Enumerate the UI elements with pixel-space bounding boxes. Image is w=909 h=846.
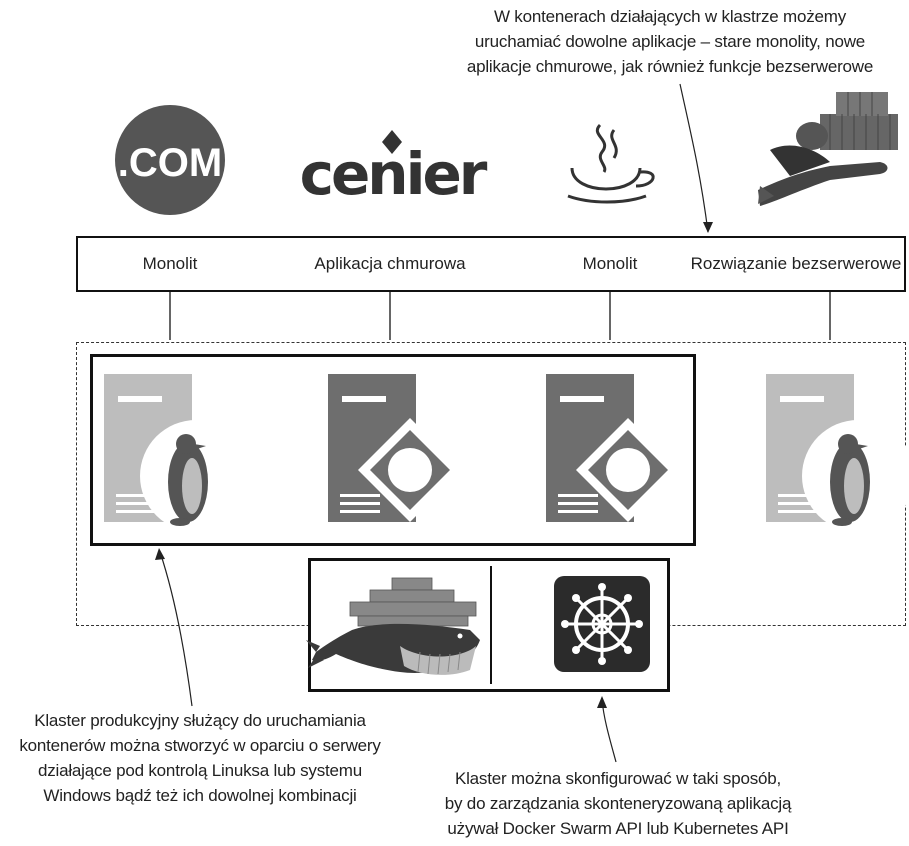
left-caption-line: działające pod kontrolą Linuksa lub syst…: [37, 761, 363, 780]
app-label-monolith-1: Monolit: [142, 254, 198, 273]
top-caption-line: uruchamiać dowolne aplikacje – stare mon…: [474, 32, 866, 51]
top-caption-arrowhead: [703, 222, 713, 233]
bottom-caption-line: Klaster można skonfigurować w taki sposó…: [454, 769, 782, 788]
center-logo-icon: cenier: [300, 130, 491, 208]
left-caption-line: kontenerów można stworzyć w oparciu o se…: [19, 736, 381, 755]
left-caption-arrowhead: [155, 548, 165, 560]
app-label-cloud-app: Aplikacja chmurowa: [314, 254, 466, 273]
linux-server-icon: [104, 374, 252, 532]
windows-server-icon: [546, 374, 680, 522]
app-label-serverless: Rozwiązanie bezserwerowe: [690, 254, 902, 273]
bottom-caption-line: by do zarządzania skonteneryzowaną aplik…: [444, 794, 792, 813]
left-caption-arrow: [159, 551, 193, 707]
bottom-caption-line: używał Docker Swarm API lub Kubernetes A…: [447, 819, 789, 838]
bottom-caption-arrowhead: [597, 696, 607, 708]
penguin-icon: [830, 434, 870, 526]
center-logo-text: cenier: [300, 140, 488, 208]
top-caption-line: W kontenerach działających w klastrze mo…: [493, 7, 847, 26]
linux-server-icon: [766, 374, 909, 532]
kubernetes-helm-icon: [554, 576, 650, 672]
left-caption: Klaster produkcyjny służący do uruchamia…: [0, 708, 400, 808]
penguin-icon: [168, 434, 208, 526]
docker-whale-icon: [306, 577, 480, 675]
windows-server-icon: [328, 374, 462, 522]
dotcom-logo-text: .COM: [118, 141, 222, 185]
flying-superhero-icon: [758, 92, 898, 206]
top-caption-line: aplikacje chmurowe, jak również funkcje …: [466, 57, 874, 76]
left-caption-line: Windows bądź też ich dowolnej kombinacji: [43, 786, 357, 805]
java-coffee-icon: [567, 123, 655, 204]
dotcom-logo-icon: .COM: [115, 105, 225, 215]
top-caption-arrow: [679, 83, 709, 233]
bottom-caption-arrow: [601, 699, 617, 763]
top-caption: W kontenerach działających w klastrze mo…: [430, 4, 909, 79]
app-label-monolith-2: Monolit: [582, 254, 638, 273]
application-bar: [76, 236, 906, 292]
bottom-caption: Klaster można skonfigurować w taki sposó…: [408, 766, 828, 841]
left-caption-line: Klaster produkcyjny służący do uruchamia…: [34, 711, 366, 730]
